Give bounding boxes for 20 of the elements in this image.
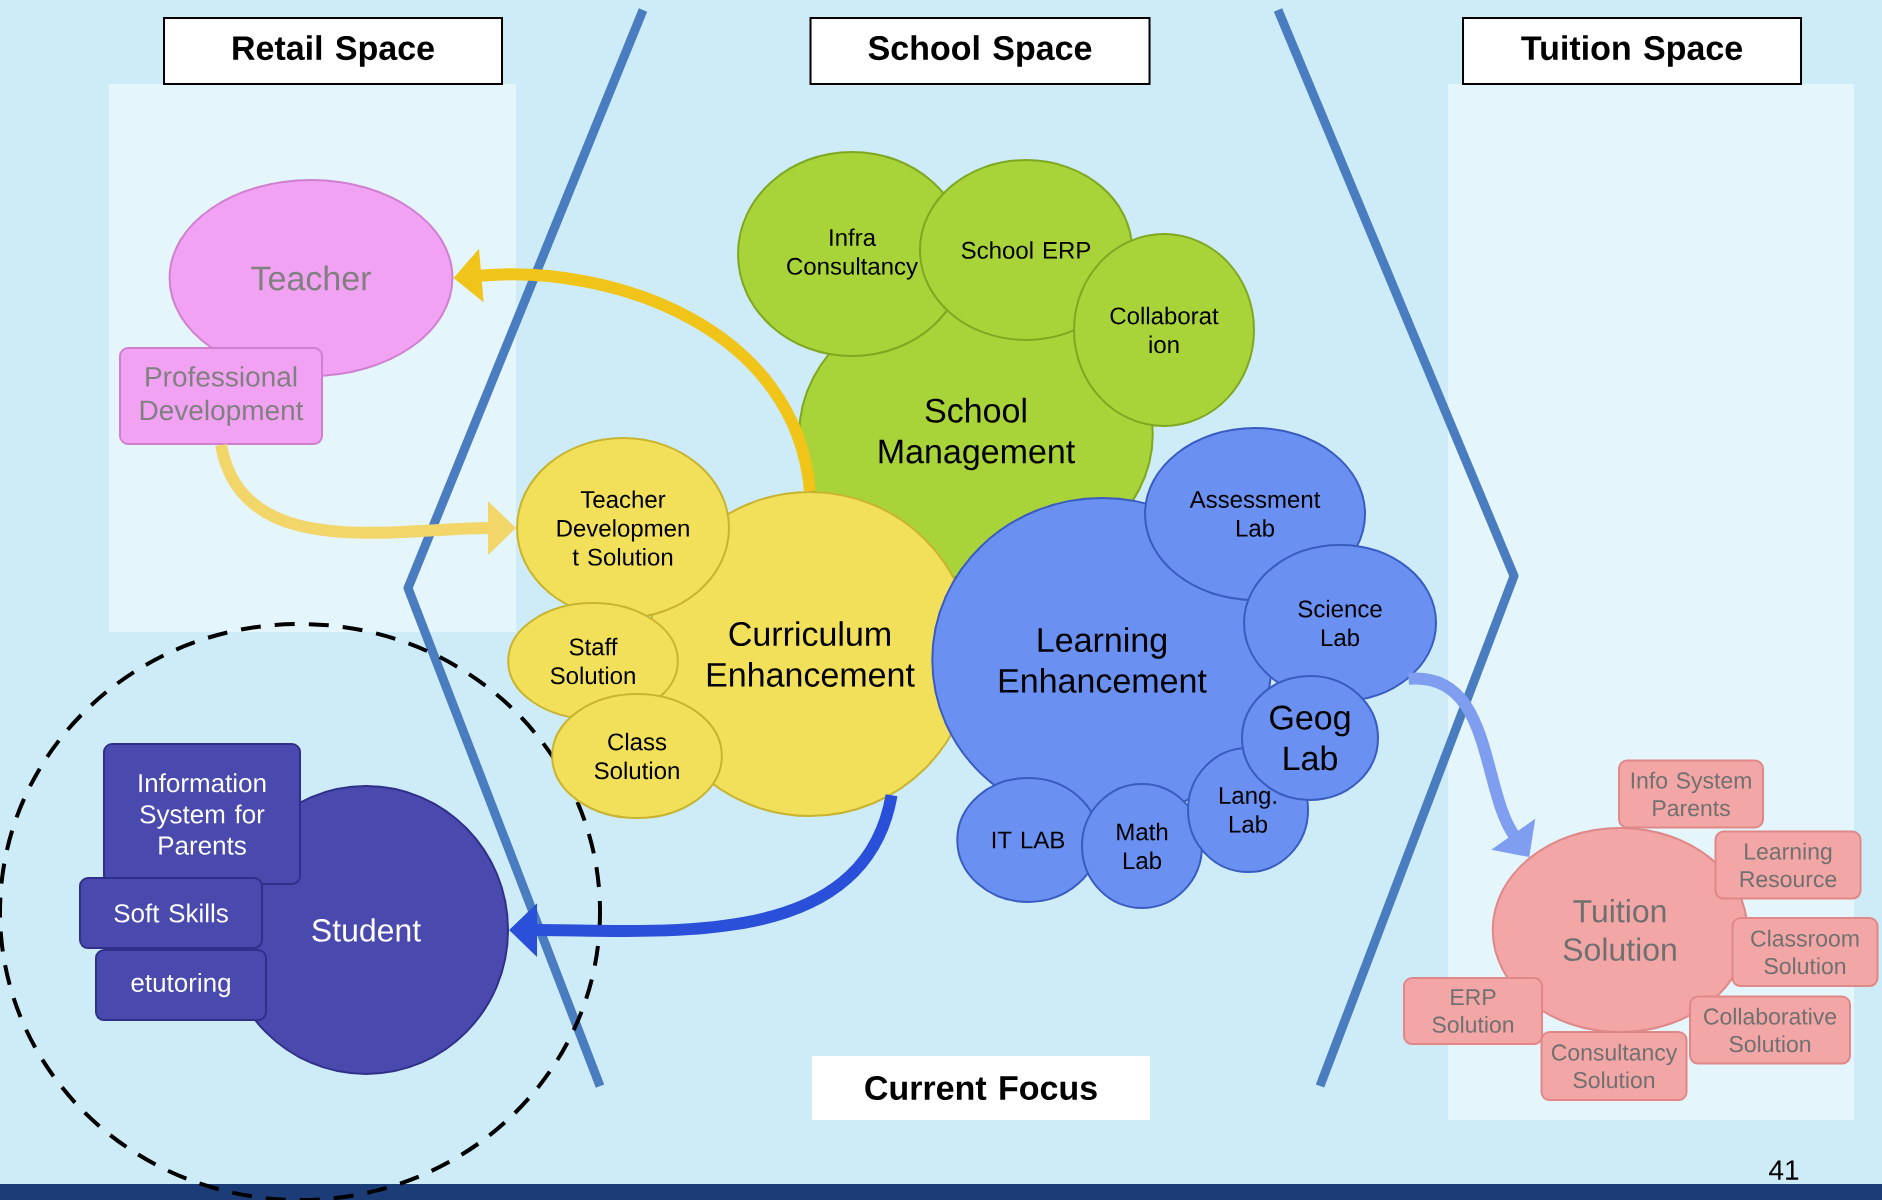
focus-label: Current Focus bbox=[812, 1056, 1150, 1120]
topic-bubble: Science Lab bbox=[1243, 544, 1437, 702]
section-header: Retail Space bbox=[163, 17, 503, 85]
tag-box: Professional Development bbox=[119, 347, 323, 445]
tag-box: Information System for Parents bbox=[103, 743, 301, 885]
topic-bubble: IT LAB bbox=[956, 777, 1100, 903]
topic-bubble: Math Lab bbox=[1081, 783, 1203, 909]
tag-box: Info System Parents bbox=[1618, 759, 1765, 829]
topic-bubble: Teacher Developmen t Solution bbox=[516, 437, 730, 619]
section-header: School Space bbox=[809, 17, 1151, 85]
tag-box: Learning Resource bbox=[1714, 830, 1862, 900]
topic-bubble: Class Solution bbox=[551, 693, 723, 819]
section-header: Tuition Space bbox=[1462, 17, 1803, 85]
tag-box: Consultancy Solution bbox=[1540, 1031, 1688, 1101]
tag-box: Classroom Solution bbox=[1731, 917, 1879, 987]
page-number: 41 bbox=[1769, 1160, 1799, 1180]
tag-box: Soft Skills bbox=[79, 877, 263, 949]
tag-box: ERP Solution bbox=[1403, 977, 1543, 1045]
tag-box: etutoring bbox=[95, 949, 267, 1021]
tag-box: Collaborative Solution bbox=[1689, 995, 1851, 1065]
